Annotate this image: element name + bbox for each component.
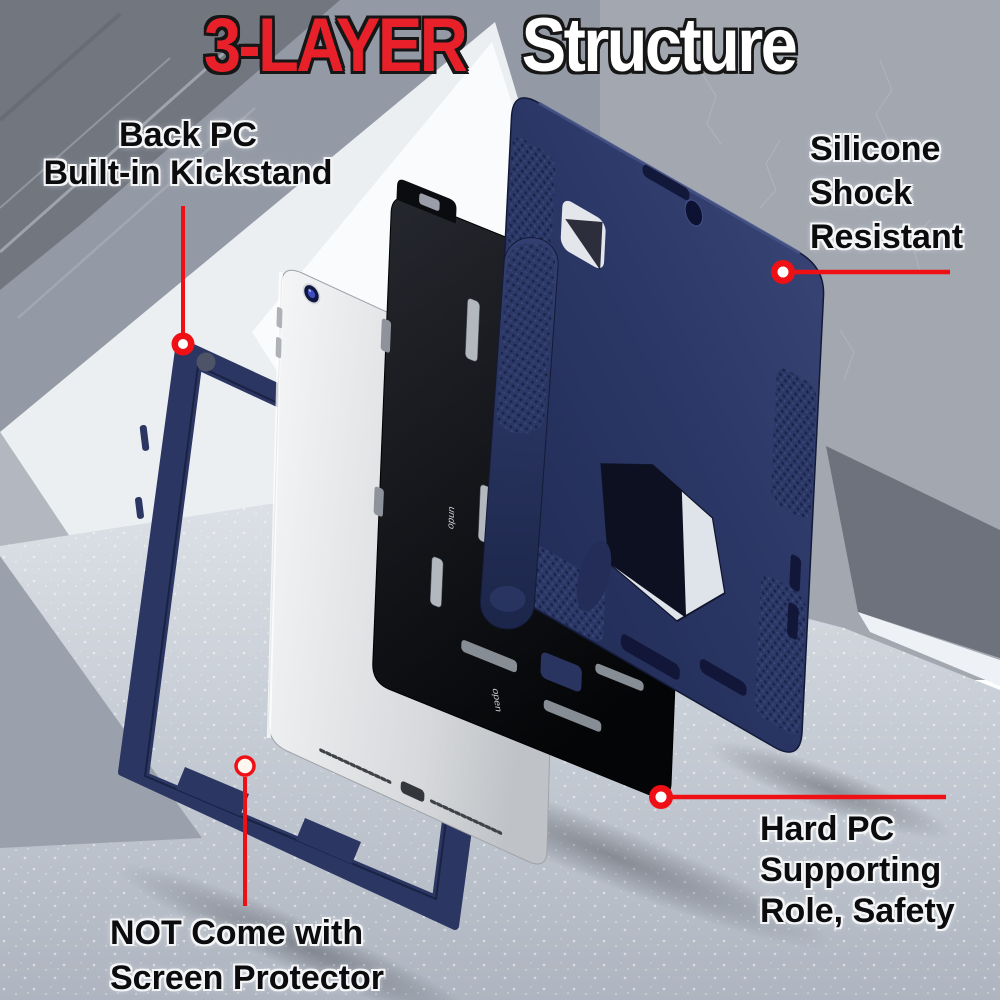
tablet-side-button — [276, 306, 283, 329]
dark-top-left-plane — [0, 0, 340, 290]
cover-bottom-slot — [620, 634, 680, 680]
etch-undo-label: undo — [446, 505, 457, 532]
frame-button-nub — [139, 424, 150, 451]
tablet-charge-port — [400, 781, 425, 802]
grip-texture-patch — [770, 368, 817, 519]
volume-slot — [789, 554, 802, 592]
frame-bottom-bump — [176, 767, 249, 816]
tablet-speaker-row — [429, 799, 503, 835]
callout-graphics — [171, 206, 950, 906]
dark-wedge-right — [826, 446, 1000, 658]
frame-camera-hole — [196, 352, 216, 372]
tablet-speaker-row — [319, 748, 392, 784]
brushed-streaks — [0, 12, 256, 319]
cover-camera-hole — [684, 199, 703, 227]
callout-dot-screen-protector — [234, 755, 256, 777]
kickstand-strip — [479, 237, 612, 630]
tablet-details — [275, 283, 503, 835]
tablet-side-button — [275, 336, 282, 359]
white-streak-right — [858, 612, 1000, 686]
volume-slot — [787, 602, 799, 640]
cover-top-highlight — [538, 101, 801, 255]
kickstand-hinge-piece — [576, 541, 612, 611]
cover-bottom-slot — [699, 659, 747, 696]
grip-texture-patch — [754, 575, 806, 735]
etch-open-label: open — [490, 688, 503, 713]
cover-top-slot — [642, 164, 690, 201]
frame-button-nub — [135, 496, 144, 519]
frame-bottom-bump — [296, 818, 361, 864]
